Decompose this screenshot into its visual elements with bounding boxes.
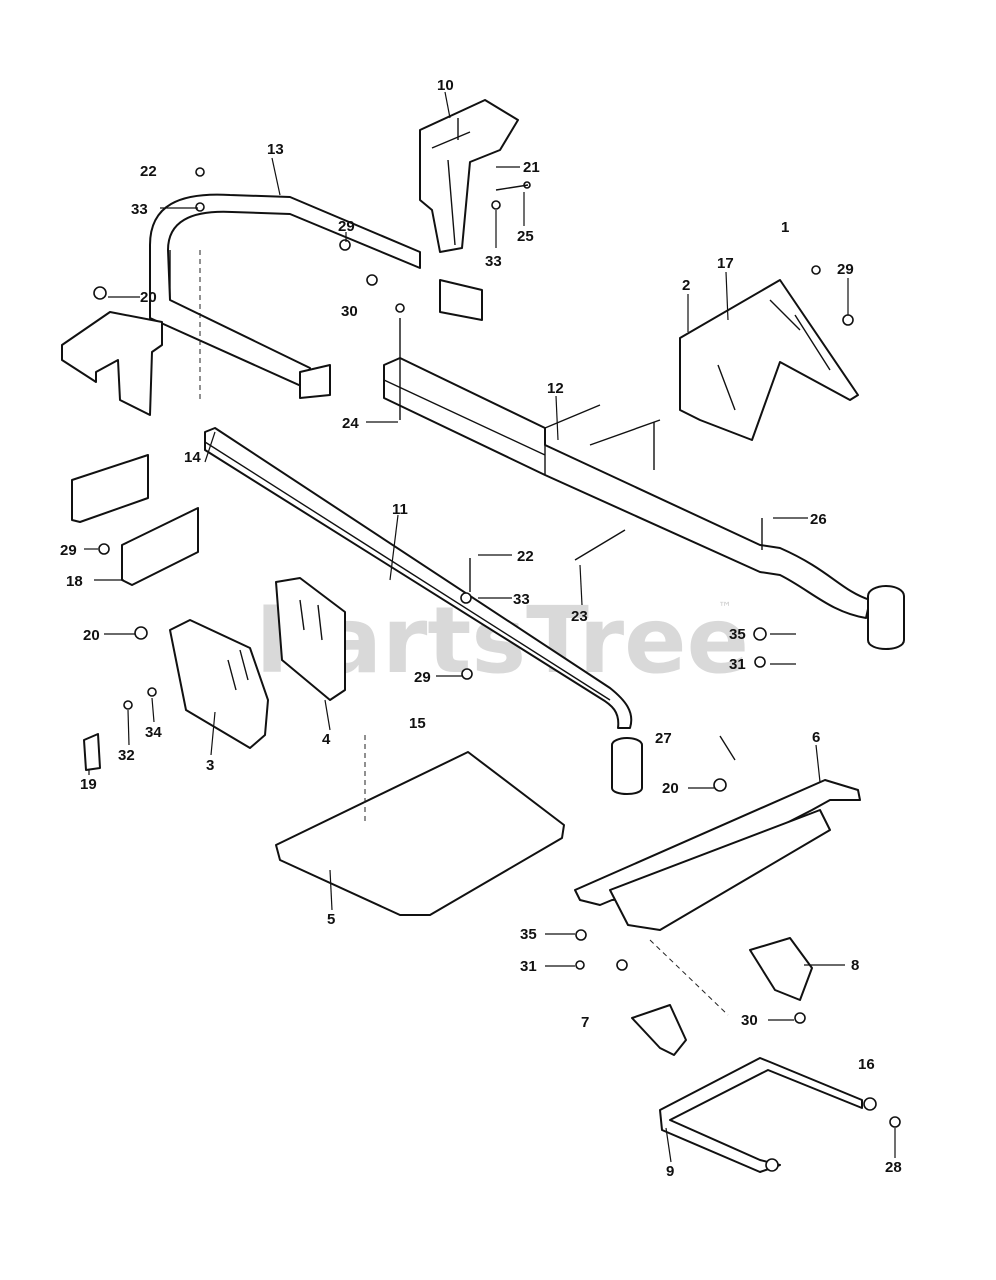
part-18-side-shields xyxy=(71,454,199,586)
part-27-cylinder xyxy=(611,737,643,795)
pivot-cap xyxy=(867,585,905,650)
label-20-a: 20 xyxy=(140,289,157,306)
label-17: 17 xyxy=(717,255,734,272)
label-6: 6 xyxy=(812,729,820,746)
label-34: 34 xyxy=(145,724,162,741)
label-4: 4 xyxy=(322,731,331,748)
part-12-main-frame xyxy=(383,357,871,619)
label-19: 19 xyxy=(80,776,97,793)
label-18: 18 xyxy=(66,573,83,590)
label-31-a: 31 xyxy=(729,656,746,673)
label-35-a: 35 xyxy=(729,626,746,643)
part-9-16-rod xyxy=(659,1057,877,1173)
label-22-b: 22 xyxy=(517,548,534,565)
label-30-a: 30 xyxy=(341,303,358,320)
part-10-tower-bracket xyxy=(419,99,519,253)
label-20-c: 20 xyxy=(662,780,679,797)
label-12: 12 xyxy=(547,380,564,397)
label-8: 8 xyxy=(851,957,859,974)
label-33-a: 33 xyxy=(131,201,148,218)
part-6-footrest xyxy=(574,779,861,931)
label-29-b: 29 xyxy=(837,261,854,278)
label-21: 21 xyxy=(523,159,540,176)
label-33-c: 33 xyxy=(513,591,530,608)
leader-lines xyxy=(84,91,896,1163)
label-13: 13 xyxy=(267,141,284,158)
part-3-4-plates xyxy=(169,577,346,749)
part-11-14-rails xyxy=(204,427,633,729)
part-5-floor-plate xyxy=(275,735,565,916)
left-mount-plate xyxy=(61,250,201,416)
label-23: 23 xyxy=(571,608,588,625)
label-2: 2 xyxy=(682,277,690,294)
label-1: 1 xyxy=(781,219,789,236)
label-3: 3 xyxy=(206,757,214,774)
part-2-bracket-plate xyxy=(679,279,859,441)
label-33-b: 33 xyxy=(485,253,502,270)
label-28: 28 xyxy=(885,1159,902,1176)
part-7-8-brackets xyxy=(631,937,813,1056)
part-19-lever xyxy=(83,733,101,771)
label-9: 9 xyxy=(666,1163,674,1180)
label-11: 11 xyxy=(392,501,408,518)
watermark-trademark: ™ xyxy=(718,600,732,616)
label-7: 7 xyxy=(581,1014,589,1031)
label-31-b: 31 xyxy=(520,958,537,975)
label-26: 26 xyxy=(810,511,827,528)
label-16: 16 xyxy=(858,1056,875,1073)
label-20-b: 20 xyxy=(83,627,100,644)
label-27: 27 xyxy=(655,730,672,747)
part-labels: 1 2 3 4 5 6 7 8 9 10 11 12 13 14 15 16 1… xyxy=(60,77,902,1180)
label-24: 24 xyxy=(342,415,359,432)
hardware xyxy=(93,167,901,1128)
label-35-b: 35 xyxy=(520,926,537,943)
label-29-c: 29 xyxy=(60,542,77,559)
label-29-d: 29 xyxy=(414,669,431,686)
label-29-a: 29 xyxy=(338,218,355,235)
label-30-b: 30 xyxy=(741,1012,758,1029)
label-15: 15 xyxy=(409,715,426,732)
label-22-a: 22 xyxy=(140,163,157,180)
label-10: 10 xyxy=(437,77,454,94)
label-32: 32 xyxy=(118,747,135,764)
label-14: 14 xyxy=(184,449,201,466)
label-25: 25 xyxy=(517,228,534,245)
label-5: 5 xyxy=(327,911,335,928)
